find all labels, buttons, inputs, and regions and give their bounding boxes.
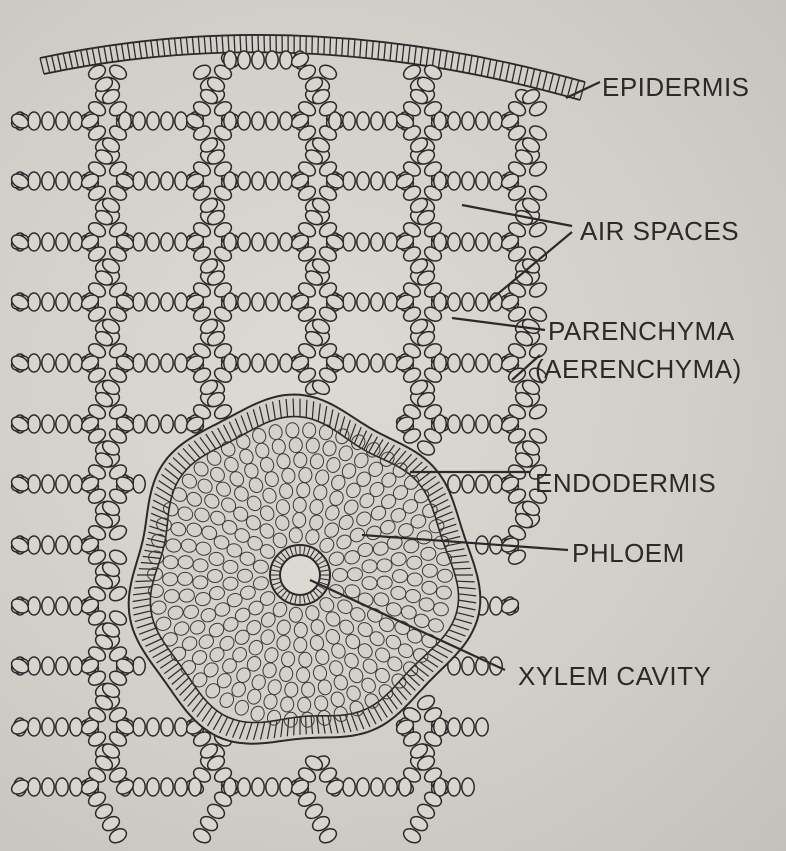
label-phloem: PHLOEM (572, 540, 685, 566)
label-endodermis: ENDODERMIS (535, 470, 716, 496)
label-aerenchyma: (AERENCHYMA) (535, 356, 742, 382)
label-xylem-cavity: XYLEM CAVITY (518, 663, 711, 689)
label-air-spaces: AIR SPACES (580, 218, 739, 244)
label-parenchyma: PARENCHYMA (548, 318, 735, 344)
label-epidermis: EPIDERMIS (602, 74, 750, 100)
xylem-cavity (280, 555, 320, 595)
